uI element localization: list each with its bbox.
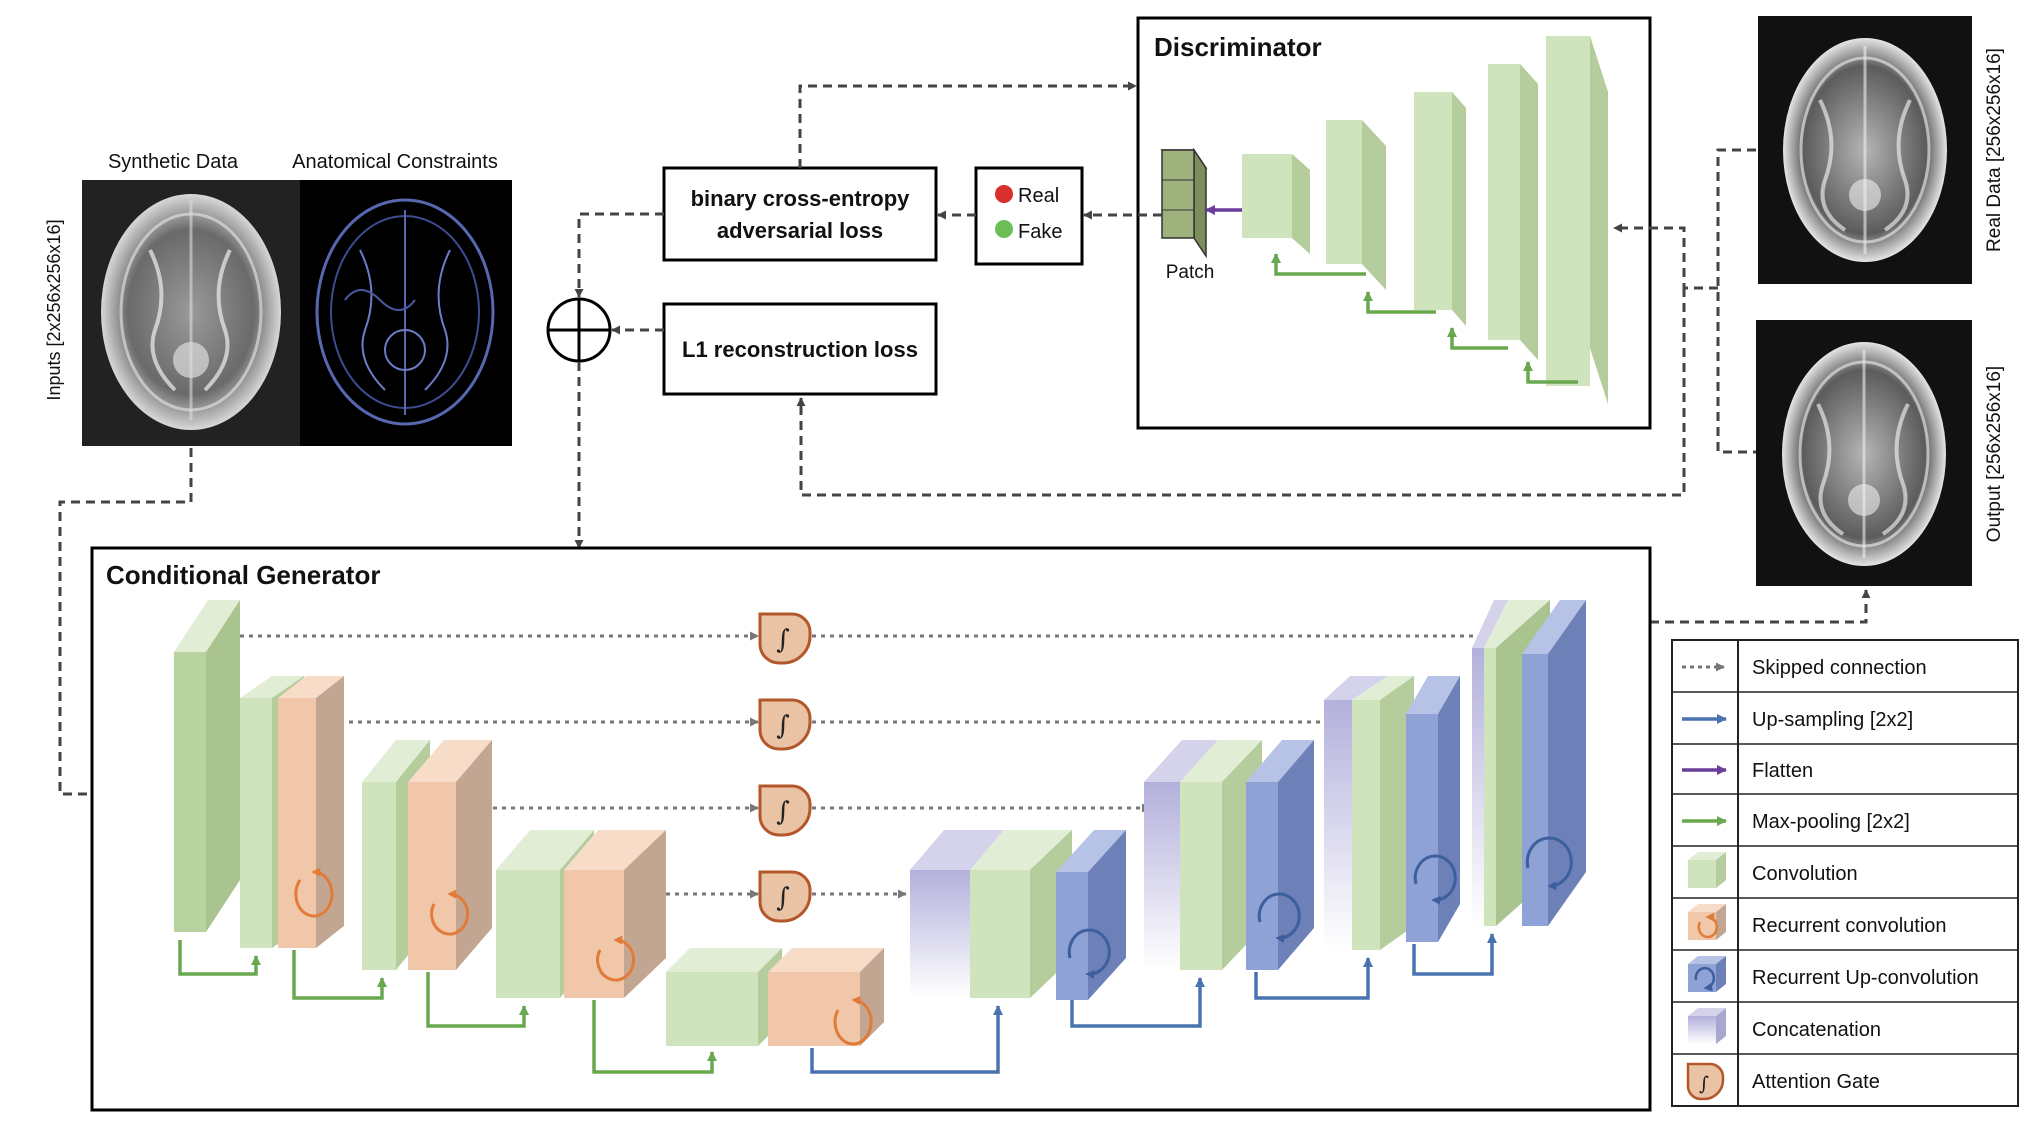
- gen-dec1-concat-block: [1324, 676, 1388, 950]
- gen-enc3-recurrent-block: [564, 830, 666, 998]
- recurrent-upconvolution-icon: [1688, 956, 1726, 992]
- dashed-connectors: [58, 81, 1871, 799]
- attention-gate-icon: ∫: [758, 870, 812, 923]
- legend-label-flatten: Flatten: [1752, 760, 1813, 782]
- legend-label-concatenation: Concatenation: [1752, 1019, 1881, 1041]
- legend-label-recurrent-upconv: Recurrent Up-convolution: [1752, 967, 1979, 989]
- real-dot: [995, 185, 1013, 203]
- generator-panel: Conditional Generator ∫ ∫ ∫ ∫: [90, 546, 1652, 1112]
- legend-label-upsampling: Up-sampling [2x2]: [1752, 709, 1913, 731]
- recurrent-convolution-icon: [1688, 904, 1726, 940]
- disc-conv-block-2: [1326, 120, 1386, 290]
- disc-conv-block-5: [1546, 36, 1608, 404]
- bce-loss-line2: adversarial loss: [717, 218, 883, 243]
- legend-label-skip: Skipped connection: [1752, 657, 1927, 679]
- fake-dot: [995, 220, 1013, 238]
- anatomical-constraints-image: [300, 180, 512, 446]
- inputs-panel: Synthetic Data Anatomical Constraints In…: [44, 151, 512, 446]
- svg-text:∫: ∫: [776, 797, 790, 827]
- real-data-side-label: Real Data [256x256x16]: [1984, 48, 2005, 252]
- patch-block: [1160, 147, 1208, 259]
- l1-loss-box: L1 reconstruction loss: [662, 302, 938, 396]
- gen-dec1-conv-block: [1352, 676, 1414, 950]
- attention-gate-icon: ∫: [758, 784, 812, 837]
- concatenation-block-icon: [1688, 1008, 1726, 1044]
- svg-text:∫: ∫: [776, 883, 790, 913]
- legend-label-maxpool: Max-pooling [2x2]: [1752, 811, 1910, 833]
- output-image: [1756, 320, 1972, 586]
- bce-loss-box: binary cross-entropy adversarial loss: [662, 166, 938, 262]
- convolution-block-icon: [1688, 852, 1726, 888]
- disc-maxpool-arrows: [1271, 253, 1578, 384]
- legend-label-recurrent-conv: Recurrent convolution: [1752, 915, 1947, 937]
- gen-bottleneck-recurrent-block: [768, 948, 884, 1046]
- fake-label: Fake: [1018, 221, 1062, 243]
- gen-dec0-recurrent-upconv-block: [1522, 600, 1586, 926]
- gen-enc2-recurrent-block: [408, 740, 492, 970]
- gen-dec1-recurrent-upconv-block: [1406, 676, 1460, 942]
- svg-text:∫: ∫: [776, 625, 790, 655]
- disc-conv-block-3: [1414, 92, 1466, 326]
- l1-loss-label: L1 reconstruction loss: [682, 337, 918, 362]
- output-side-label: Output [256x256x16]: [1984, 366, 2005, 542]
- gen-dec2-recurrent-upconv-block: [1246, 740, 1314, 970]
- skip-connections: [222, 631, 1495, 899]
- discriminator-panel: Discriminator Patch: [1136, 16, 1652, 430]
- generator-title: Conditional Generator: [106, 560, 380, 590]
- disc-conv-block-1: [1242, 154, 1310, 254]
- synthetic-data-title: Synthetic Data: [108, 151, 239, 173]
- real-data-image: [1758, 16, 1972, 284]
- legend-label-convolution: Convolution: [1752, 863, 1858, 885]
- gen-dec3-recurrent-upconv-block: [1056, 830, 1126, 1000]
- anatomical-constraints-title: Anatomical Constraints: [292, 151, 498, 173]
- synthetic-data-image: [82, 180, 300, 446]
- gen-maxpool-arrows: [178, 940, 717, 1074]
- gen-upsampling-arrows: [810, 933, 1497, 1074]
- disc-conv-block-4: [1488, 64, 1538, 360]
- legend: Skipped connection Up-sampling [2x2] Fla…: [1671, 639, 2019, 1107]
- svg-text:∫: ∫: [776, 711, 790, 741]
- bce-loss-line1: binary cross-entropy: [691, 186, 911, 211]
- attention-gate-icon: ∫: [758, 698, 812, 751]
- discriminator-title: Discriminator: [1154, 32, 1322, 62]
- attention-gate-icon: ∫: [758, 612, 812, 665]
- real-fake-box: Real Fake: [974, 166, 1084, 266]
- gen-input-conv-block: [174, 600, 240, 932]
- sum-operator-icon: [546, 297, 612, 363]
- gen-dec3-concat-block: [910, 830, 1004, 998]
- gen-enc1-recurrent-block: [278, 676, 344, 948]
- gen-dec2-concat-block: [1144, 740, 1218, 970]
- real-label: Real: [1018, 185, 1059, 207]
- legend-label-attention-gate: Attention Gate: [1752, 1071, 1880, 1093]
- gen-bottleneck-conv-block: [666, 948, 782, 1046]
- svg-text:∫: ∫: [1699, 1073, 1709, 1095]
- patch-label: Patch: [1166, 262, 1215, 283]
- attention-gate-icon: ∫: [1686, 1062, 1725, 1101]
- inputs-side-label: Inputs [2x256x256x16]: [44, 219, 64, 400]
